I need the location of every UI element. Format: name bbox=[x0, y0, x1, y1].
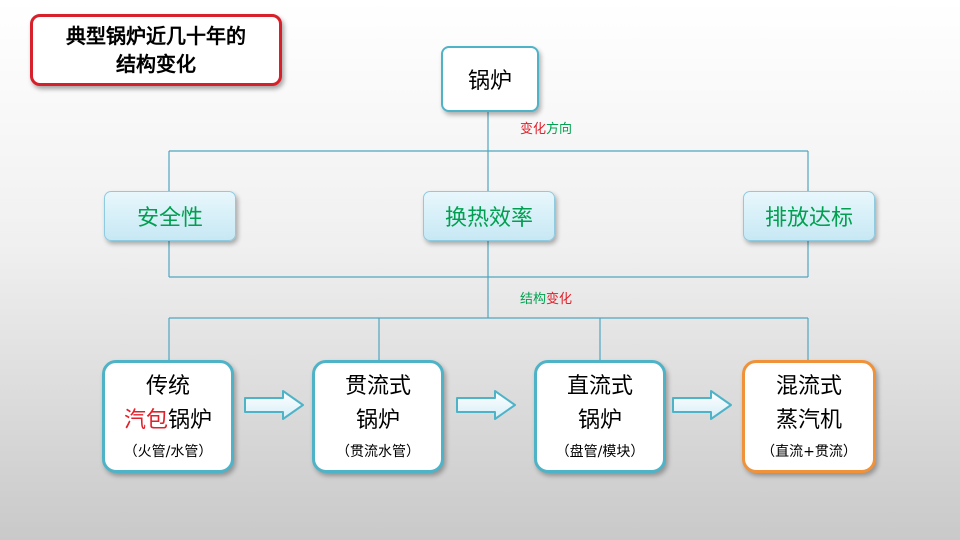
arrow-right-icon bbox=[244, 390, 304, 420]
type-line-2-black: 锅炉 bbox=[168, 407, 213, 433]
factor-node-safety: 安全性 bbox=[104, 191, 236, 241]
type-line-2-red: 汽包 bbox=[123, 407, 168, 433]
type-line-1: 传统 bbox=[145, 373, 190, 399]
edge-label-bottom-red: 变化 bbox=[546, 292, 573, 307]
factor-label: 排放达标 bbox=[764, 206, 853, 231]
type-node-drum-boiler: 传统 汽包锅炉 （火管/水管） bbox=[102, 360, 234, 473]
type-line-2: 汽包锅炉 bbox=[124, 404, 212, 438]
factor-node-heat-efficiency: 换热效率 bbox=[423, 191, 555, 241]
type-line-2: 锅炉 bbox=[577, 407, 622, 433]
factor-label: 换热效率 bbox=[444, 206, 533, 231]
edge-label-change-direction: 变化方向 bbox=[520, 122, 572, 138]
arrow-right-icon bbox=[672, 390, 732, 420]
title-line-1: 典型锅炉近几十年的 bbox=[66, 24, 246, 48]
arrow-right-icon bbox=[456, 390, 516, 420]
title-line-2: 结构变化 bbox=[116, 52, 196, 76]
type-line-1: 贯流式 bbox=[344, 373, 411, 399]
type-line-2: 蒸汽机 bbox=[775, 407, 842, 433]
edge-label-top-green: 方向 bbox=[546, 122, 573, 137]
type-line-1: 混流式 bbox=[775, 373, 842, 399]
factor-node-emission: 排放达标 bbox=[743, 191, 875, 241]
type-line-1: 直流式 bbox=[566, 373, 633, 399]
type-note: （贯流水管） bbox=[336, 443, 420, 460]
type-note: （直流+贯流） bbox=[761, 443, 857, 460]
type-note: （火管/水管） bbox=[123, 443, 213, 460]
edge-label-top-red: 变化 bbox=[519, 122, 546, 137]
type-node-mixed-flow: 混流式 蒸汽机 （直流+贯流） bbox=[742, 360, 876, 473]
type-node-direct-flow: 直流式 锅炉 （盘管/模块） bbox=[534, 360, 666, 473]
type-node-once-through-tube: 贯流式 锅炉 （贯流水管） bbox=[312, 360, 444, 473]
root-node-boiler: 锅炉 bbox=[441, 46, 539, 112]
root-label: 锅炉 bbox=[467, 69, 512, 94]
slide-title: 典型锅炉近几十年的 结构变化 bbox=[30, 14, 282, 86]
factor-label: 安全性 bbox=[136, 206, 203, 231]
type-line-2: 锅炉 bbox=[355, 407, 400, 433]
edge-label-bottom-green: 结构 bbox=[519, 292, 546, 307]
type-note: （盘管/模块） bbox=[555, 443, 645, 460]
edge-label-structure-change: 结构变化 bbox=[520, 292, 572, 308]
